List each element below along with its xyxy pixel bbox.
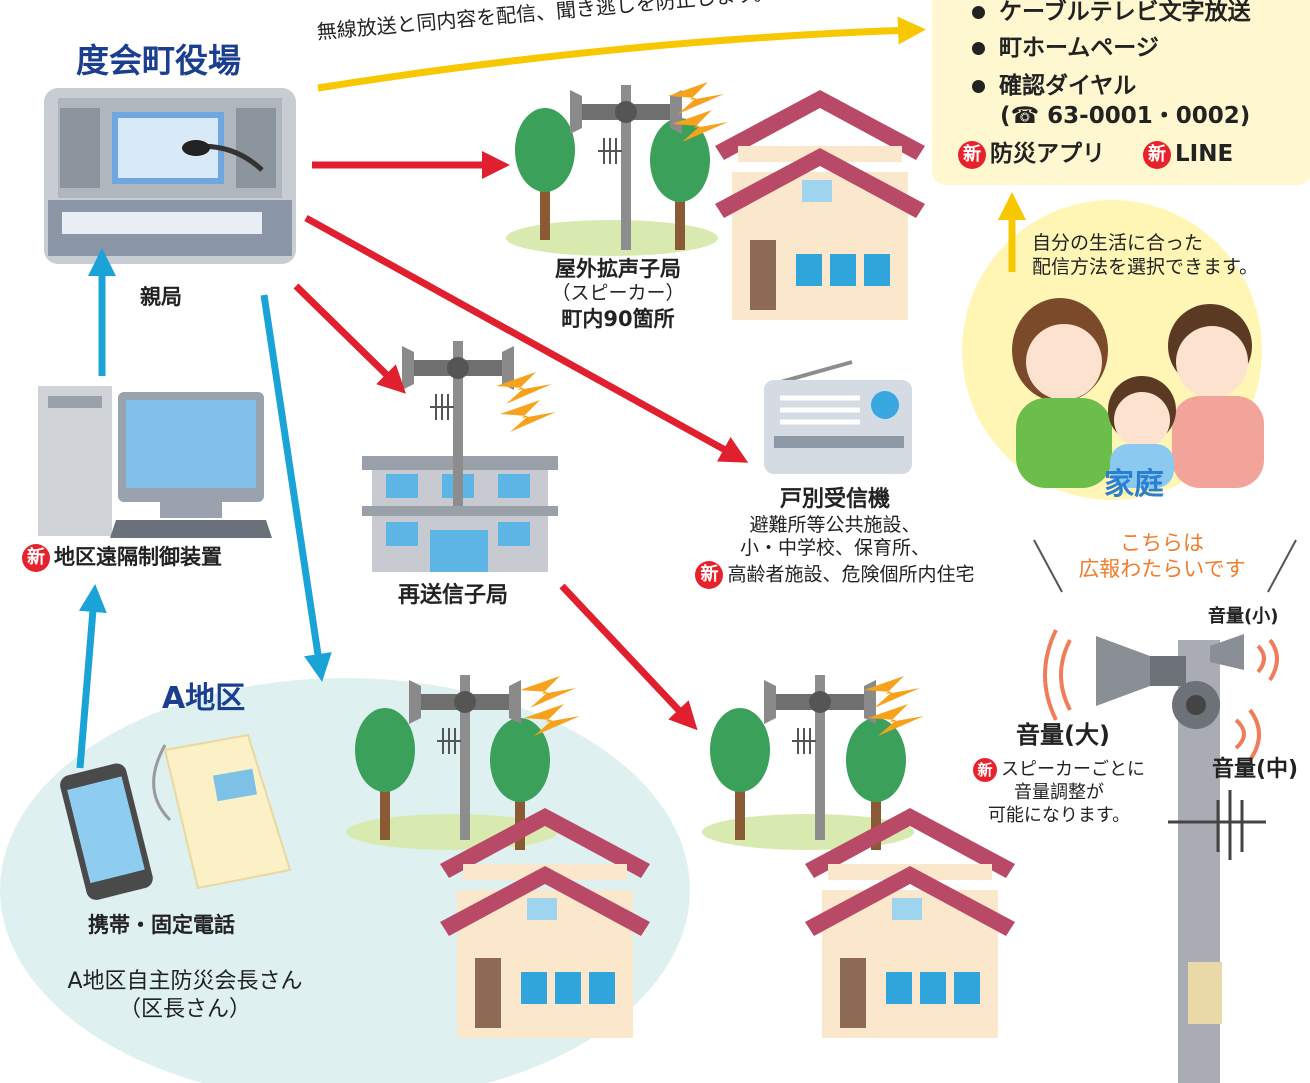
district-label: A地区 [162, 681, 246, 716]
district-speaker-scene [346, 674, 650, 1038]
info-item-homepage: 町ホームページ [972, 28, 1159, 62]
info-item-dial-number: (☎ 63-0001・0002) [1000, 103, 1251, 129]
volume-medium-label: 音量(中) [1212, 757, 1299, 782]
radio-image [764, 360, 912, 474]
info-item-cable: ケーブルテレビ文字放送 [972, 0, 1251, 26]
phone-label: 携帯・固定電話 [88, 913, 235, 937]
outdoor-station-label: 屋外拡声子局 （スピーカー） 町内90箇所 [551, 257, 685, 331]
volume-note: 新スピーカーごとに 音量調整が 可能になります。 [952, 758, 1166, 827]
chairman-label: A地区自主防災会長さん （区長さん） [67, 969, 303, 1022]
family-note: 自分の生活に合った 配信方法を選択できます。 [1032, 232, 1259, 278]
new-badge: 新 [973, 758, 997, 782]
volume-small-label: 音量(小) [1208, 606, 1279, 627]
phone-image [60, 733, 292, 900]
flow-arrows [76, 16, 1026, 769]
kouhou-slash-right [1267, 539, 1297, 593]
new-badge: 新 [22, 544, 50, 572]
volume-large-label: 音量(大) [1016, 721, 1110, 749]
remote-device-label: 新地区遠隔制御装置 [22, 544, 222, 572]
kouhou-slash-left [1033, 539, 1063, 593]
new-badge: 新 [695, 561, 724, 589]
new-badge: 新 [1143, 140, 1172, 169]
kouhou-text: こちらは 広報わたらいです [1078, 531, 1246, 582]
household-receiver-label: 戸別受信機 避難所等公共施設、 小・中学校、保育所、 新高齢者施設、危険個所内住… [650, 486, 1020, 589]
outdoor-speaker-scene [506, 82, 925, 320]
new-badge: 新 [958, 140, 986, 169]
master-console-image [44, 88, 296, 264]
master-station-label: 親局 [140, 285, 182, 309]
page-title: 度会町役場 [76, 41, 241, 80]
relay-station-label: 再送信子局 [398, 583, 509, 608]
family-label: 家庭 [1104, 467, 1164, 502]
info-item-dial: 確認ダイヤル [972, 66, 1136, 100]
remote-device-image [38, 386, 272, 538]
second-speaker-scene [702, 674, 1015, 1038]
info-box: ケーブルテレビ文字放送 町ホームページ 確認ダイヤル (☎ 63-0001・00… [932, 0, 1310, 185]
speaker-pole-image [1043, 629, 1279, 1083]
family-image [1012, 298, 1264, 488]
